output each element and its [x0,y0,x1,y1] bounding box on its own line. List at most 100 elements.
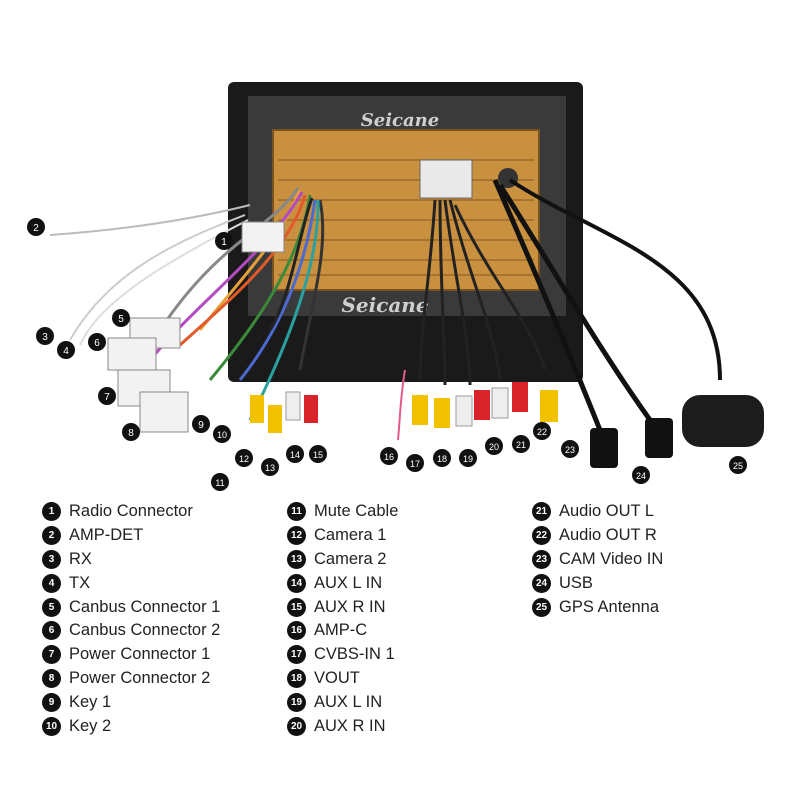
svg-text:14: 14 [290,450,300,460]
legend-label: Radio Connector [69,502,193,521]
legend-label: Audio OUT R [559,526,657,545]
callout-19: 19 [459,449,477,467]
rca-aux-l-in [285,391,301,421]
wiring-diagram: Seicane Seicane [27,82,764,491]
legend-label: Key 2 [69,716,112,735]
legend-number: 9 [42,692,61,712]
rca-aux-r-in-2 [474,390,490,420]
legend-number: 17 [287,645,306,665]
legend-label: VOUT [314,668,360,687]
power-connector-2 [139,391,189,433]
callout-16: 16 [380,447,398,465]
callout-17: 17 [406,454,424,472]
legend-number: 20 [287,716,306,736]
legend-number: 25 [532,597,551,617]
svg-text:17: 17 [410,459,420,469]
svg-text:10: 10 [217,430,227,440]
callout-18: 18 [433,449,451,467]
svg-text:16: 16 [384,452,394,462]
callout-3: 3 [36,327,54,345]
svg-text:8: 8 [128,428,134,439]
legend-label: CAM Video IN [559,549,664,568]
svg-text:25: 25 [733,461,743,471]
legend-number: 2 [42,526,61,546]
svg-text:18: 18 [437,454,447,464]
callout-20: 20 [485,437,503,455]
callout-11: 11 [211,473,229,491]
callout-12: 12 [235,449,253,467]
legend-number: 19 [287,692,306,712]
svg-text:7: 7 [104,392,110,403]
legend-number: 1 [42,502,61,522]
callout-15: 15 [309,445,327,463]
callout-6: 6 [88,333,106,351]
gps-antenna [682,395,764,447]
callout-1: 1 [215,232,233,250]
rca-camera-2 [268,405,282,433]
svg-text:6: 6 [94,338,100,349]
legend-number: 12 [287,526,306,546]
legend-number: 18 [287,668,306,688]
rca-cam-video-in [540,390,558,422]
svg-text:4: 4 [63,346,69,357]
brand-watermark-top: Seicane [361,110,439,131]
callout-8: 8 [122,423,140,441]
callout-7: 7 [98,387,116,405]
callout-14: 14 [286,445,304,463]
rca-aux-l-in-2 [455,395,473,427]
rear-port-block [419,159,473,199]
rca-camera-1 [250,395,264,423]
callout-9: 9 [192,415,210,433]
svg-text:22: 22 [537,427,547,437]
rca-audio-out-r [512,382,528,412]
legend-number: 22 [532,526,551,546]
legend-label: Canbus Connector 2 [69,621,221,640]
legend-label: GPS Antenna [559,597,659,616]
svg-text:19: 19 [463,454,473,464]
legend-number: 7 [42,645,61,665]
rca-aux-r-in [304,395,318,423]
callout-2: 2 [27,218,45,236]
svg-text:9: 9 [198,420,204,431]
legend-label: CVBS-IN 1 [314,645,395,664]
callout-22: 22 [533,422,551,440]
legend-number: 11 [287,502,306,522]
legend-label: AMP-DET [69,526,144,545]
callout-23: 23 [561,440,579,458]
legend-number: 6 [42,621,61,641]
callout-13: 13 [261,458,279,476]
legend-label: Canbus Connector 1 [69,597,221,616]
callout-24: 24 [632,466,650,484]
svg-text:12: 12 [239,454,249,464]
legend-label: USB [559,573,593,592]
legend-item: 17 CVBS-IN 1 [287,643,398,667]
legend-item: 1 Radio Connector [42,500,220,524]
svg-text:1: 1 [221,237,227,248]
svg-text:3: 3 [42,332,48,343]
canbus-connector-2 [107,337,157,371]
brand-watermark-bottom: Seicane [341,293,428,317]
callout-10: 10 [213,425,231,443]
legend-number: 4 [42,573,61,593]
svg-text:15: 15 [313,450,323,460]
usb-plug-2 [645,418,673,458]
rca-cvbs-in-1 [412,395,428,425]
legend-item: 22 Audio OUT R [532,524,663,548]
svg-text:2: 2 [33,223,39,234]
